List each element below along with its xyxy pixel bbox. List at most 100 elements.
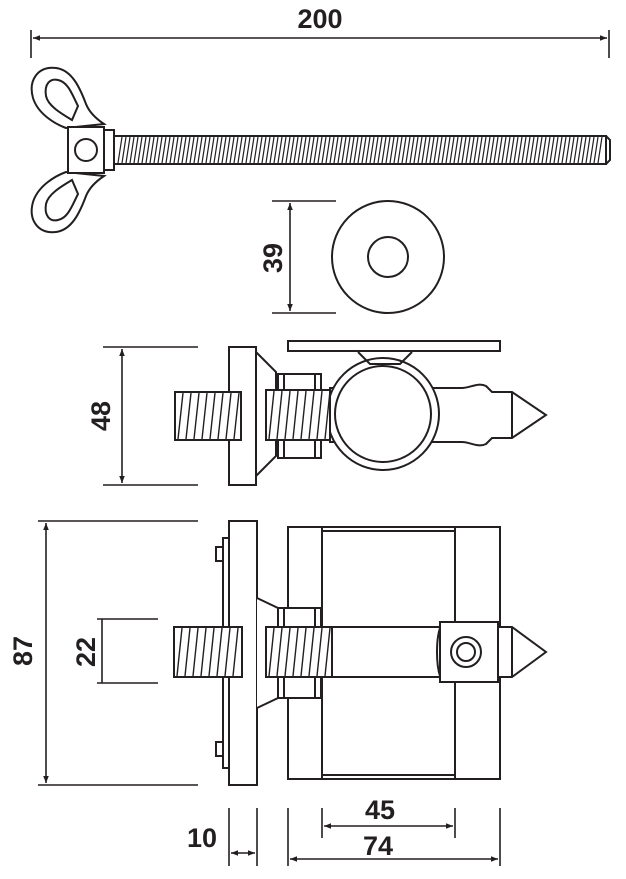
thread-line [225,136,231,164]
thread-line [421,136,427,164]
thread-line [365,136,371,164]
thread-line [397,136,403,164]
thread-line [200,627,207,677]
thread-line [209,392,216,440]
side-bolt-left [174,391,242,441]
thread-line [457,136,463,164]
thread-line [193,392,200,440]
thread-line [273,136,279,164]
thread-line [357,136,363,164]
thread-line [145,136,151,164]
thread-line [137,136,143,164]
thread-line [565,136,571,164]
thread-line [509,136,515,164]
plate-height-dimension [38,520,198,786]
thread-line [345,136,351,164]
thread-line [141,136,147,164]
thread-line [433,136,439,164]
thread-line [341,136,347,164]
thread-line [276,627,283,677]
thread-line [373,136,379,164]
outer-width-dimension [287,808,501,866]
thread-line [265,136,271,164]
thread-line [177,136,183,164]
thread-line [269,136,275,164]
outer-width-label: 74 [363,831,393,861]
thread-line [292,627,299,677]
thread-line [185,392,192,440]
thread-line [521,136,527,164]
thread-line [569,136,575,164]
thread-line [324,390,331,440]
thread-line [481,136,487,164]
thread-line [485,136,491,164]
thread-line [177,392,184,440]
plate-height-label: 87 [8,636,38,666]
thread-diameter-dimension [97,618,158,684]
thread-line [300,627,307,677]
thread-line [285,136,291,164]
thread-line [353,136,359,164]
thread-line [313,136,319,164]
thread-line [161,136,167,164]
thread-line [316,627,323,677]
thread-line [469,136,475,164]
thread-line [449,136,455,164]
thread-line [297,136,303,164]
thread-line [501,136,507,164]
thread-line [284,627,291,677]
thread-line [277,136,283,164]
thread-line [561,136,567,164]
thread-line [517,136,523,164]
thread-line [216,627,223,677]
thread-line [309,136,315,164]
thread-line [317,136,323,164]
thread-line [268,627,275,677]
thread-line [541,136,547,164]
thread-line [257,136,263,164]
thread-line [461,136,467,164]
thread-line [153,136,159,164]
thread-line [573,136,579,164]
thread-line [225,392,232,440]
thread-line [205,136,211,164]
thread-line [393,136,399,164]
thread-line [349,136,355,164]
thread-line [129,136,135,164]
thread-line [232,627,239,677]
thread-line [193,136,199,164]
thread-line [209,136,215,164]
thread-line [173,136,179,164]
thread-line [361,136,367,164]
thread-line [389,136,395,164]
thread-line [497,136,503,164]
thread-line [284,390,291,440]
thread-line [581,136,587,164]
thread-line [453,136,459,164]
thread-line [133,136,139,164]
thread-line [217,392,224,440]
front-bolt-left [173,626,243,678]
thread-line [417,136,423,164]
washer-diameter-dimension [272,200,336,314]
thread-line [441,136,447,164]
thread-line [437,136,443,164]
thread-line [513,136,519,164]
thread-line [429,136,435,164]
thread-line [329,136,335,164]
thread-line [369,136,375,164]
thread-line [477,136,483,164]
thread-line [268,390,275,440]
thread-line [577,136,583,164]
thread-line [201,136,207,164]
thread-line [224,627,231,677]
rod-length-label: 200 [297,4,342,34]
threaded-rod [113,135,611,165]
thread-line [249,136,255,164]
thread-line [305,136,311,164]
thread-line [333,136,339,164]
thread-line [505,136,511,164]
thread-line [549,136,555,164]
thread-line [308,627,315,677]
